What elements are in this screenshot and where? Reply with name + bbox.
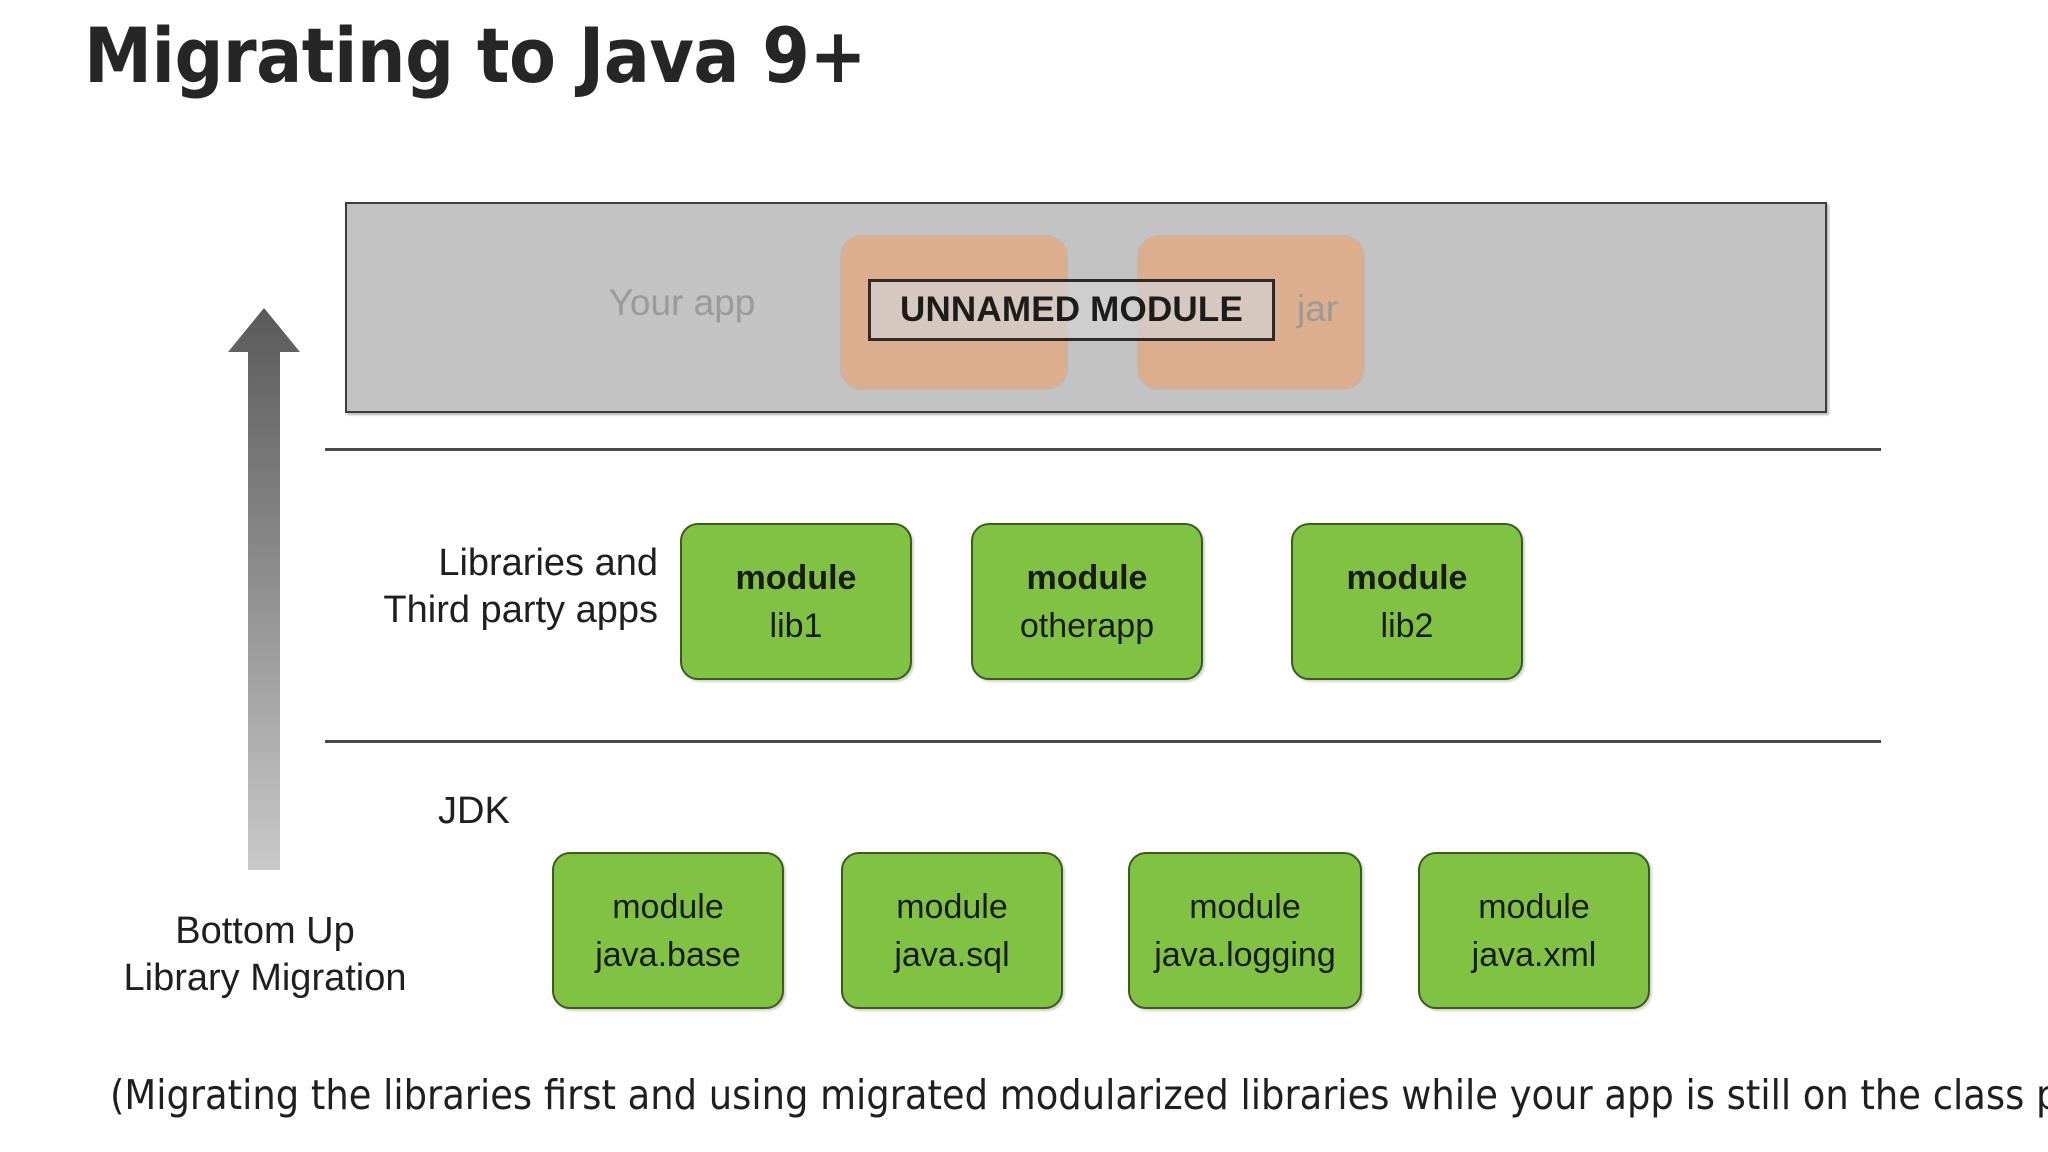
classpath-bar: Your app jar UNNAMED MODULE	[345, 202, 1827, 413]
module-box-java-xml: module java.xml	[1418, 852, 1650, 1009]
bottom-up-migration-label-line2: Library Migration	[123, 957, 407, 999]
module-name: lib2	[1380, 606, 1434, 645]
module-box-java-base: module java.base	[552, 852, 784, 1009]
module-name: lib1	[769, 606, 823, 645]
bottom-up-arrow-icon	[228, 308, 300, 870]
bottom-up-migration-label: Bottom Up Library Migration	[80, 908, 450, 1002]
jdk-tier-label: JDK	[438, 790, 510, 832]
module-keyword: module	[735, 558, 857, 597]
page-title: Migrating to Java 9+	[84, 11, 867, 100]
module-name: java.logging	[1154, 935, 1336, 974]
bottom-up-migration-label-line1: Bottom Up	[175, 910, 355, 952]
module-keyword: module	[612, 887, 724, 926]
tier-divider-top	[325, 448, 1881, 451]
libraries-tier-label: Libraries and Third party apps	[240, 540, 658, 634]
tier-divider-bottom	[325, 740, 1881, 743]
libraries-tier-label-line2: Third party apps	[383, 589, 658, 631]
module-box-lib1: module lib1	[680, 523, 912, 680]
module-box-java-sql: module java.sql	[841, 852, 1063, 1009]
libraries-tier-label-line1: Libraries and	[438, 542, 658, 584]
module-keyword: module	[1026, 558, 1148, 597]
unnamed-module-box: UNNAMED MODULE	[868, 279, 1275, 341]
module-name: otherapp	[1019, 606, 1155, 645]
your-app-label: Your app	[608, 282, 756, 323]
module-name: java.base	[595, 935, 741, 974]
module-box-java-logging: module java.logging	[1128, 852, 1362, 1009]
jar-label: jar	[1297, 288, 1339, 329]
module-keyword: module	[1189, 887, 1301, 926]
module-box-lib2: module lib2	[1291, 523, 1523, 680]
slide-caption: (Migrating the libraries first and using…	[110, 1071, 2048, 1119]
unnamed-module-label: UNNAMED MODULE	[899, 290, 1244, 329]
module-keyword: module	[896, 887, 1008, 926]
module-name: java.xml	[1471, 935, 1597, 974]
module-box-otherapp: module otherapp	[971, 523, 1203, 680]
module-name: java.sql	[894, 935, 1010, 974]
module-keyword: module	[1346, 558, 1468, 597]
module-keyword: module	[1478, 887, 1590, 926]
